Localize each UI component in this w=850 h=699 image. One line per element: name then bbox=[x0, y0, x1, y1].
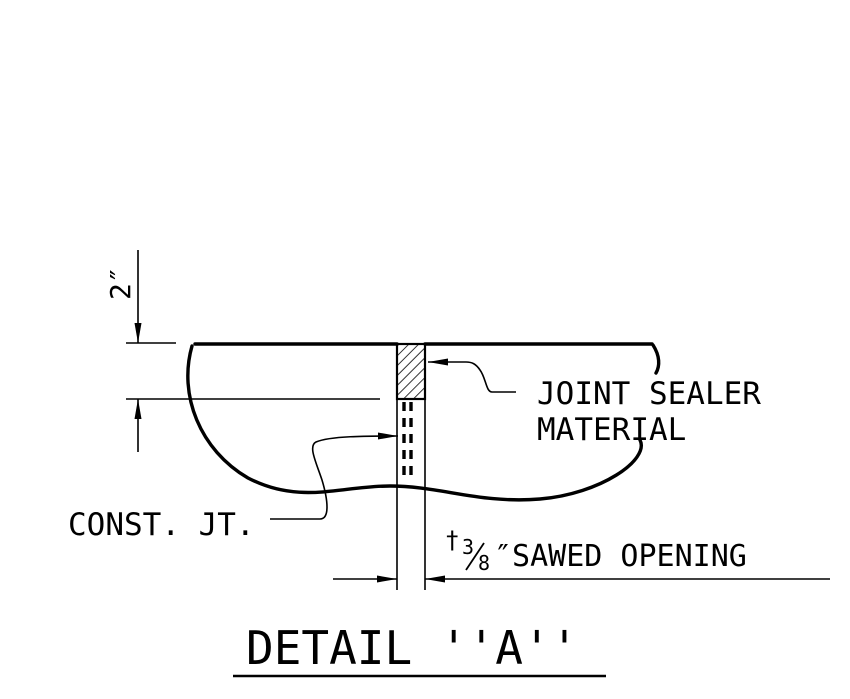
detail-title: DETAIL ''A'' bbox=[246, 621, 578, 675]
const-joint-leader bbox=[270, 432, 399, 520]
joint-sealer-block bbox=[395, 342, 427, 401]
opening-dagger: † bbox=[445, 526, 459, 554]
slab-break-outline bbox=[186, 344, 643, 502]
const-joint-label: CONST. JT. bbox=[68, 507, 255, 543]
slab-break-edge-right bbox=[651, 343, 661, 375]
opening-fraction-bar bbox=[465, 542, 485, 571]
opening-fraction-numerator: 3 bbox=[462, 535, 474, 559]
opening-label: ″SAWED OPENING bbox=[494, 539, 747, 574]
joint-sealer-label-line1: JOINT SEALER bbox=[537, 376, 761, 412]
depth-dimension-label: 2″ bbox=[104, 266, 137, 300]
opening-fraction-denominator: 8 bbox=[478, 551, 490, 575]
joint-sealer-leader bbox=[428, 358, 516, 393]
joint-sealer-label-line2: MATERIAL bbox=[537, 412, 686, 448]
